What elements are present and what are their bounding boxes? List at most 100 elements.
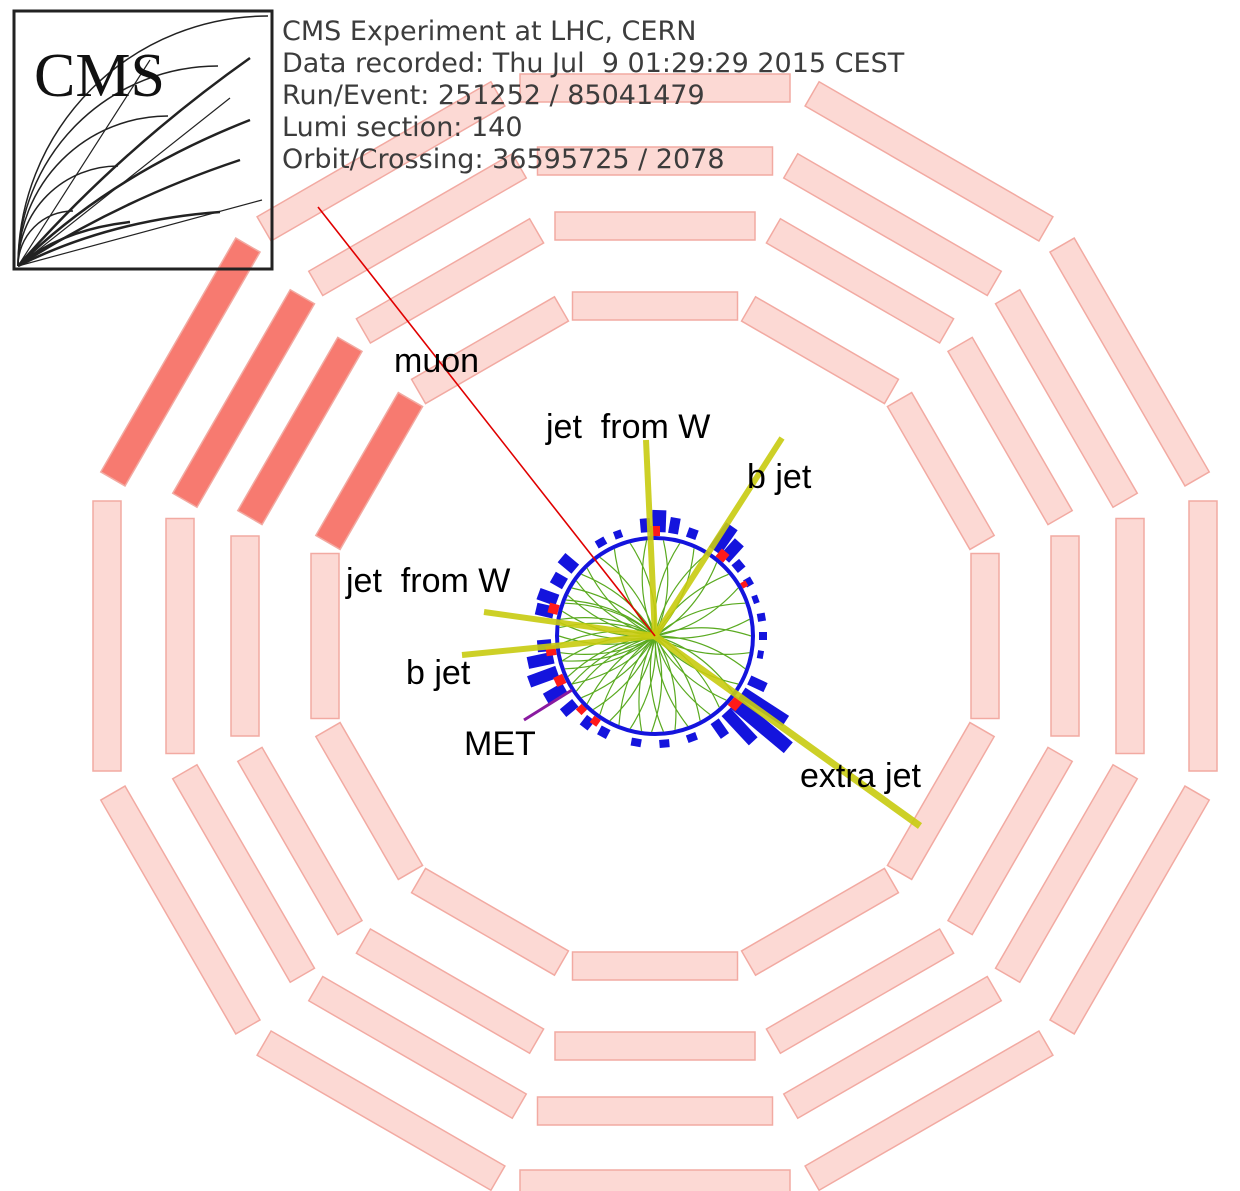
muon-chamber	[970, 552, 1000, 720]
chamber-box	[782, 975, 1003, 1120]
calo-tower	[612, 529, 624, 540]
muon-chamber-hit	[171, 288, 316, 509]
chamber-box	[740, 867, 900, 977]
chamber-box	[165, 517, 195, 755]
cms-logo: CMS	[12, 9, 274, 271]
chamber-box	[314, 391, 424, 551]
chamber-box	[99, 237, 262, 487]
muon-chamber	[571, 291, 739, 321]
label-extra-jet: extra jet	[800, 757, 921, 795]
event-info: CMS Experiment at LHC, CERN Data recorde…	[282, 16, 905, 175]
track	[638, 635, 656, 732]
calo-tower	[659, 739, 670, 749]
chamber-box	[994, 288, 1139, 509]
muon-chamber	[886, 391, 996, 551]
chamber-box	[536, 146, 774, 176]
track	[586, 635, 656, 705]
muon-chamber	[1048, 237, 1211, 487]
chamber-box	[99, 785, 262, 1035]
chamber-box	[886, 391, 996, 551]
track	[654, 602, 746, 637]
muon-chamber	[310, 552, 340, 720]
track	[649, 635, 664, 732]
jets	[461, 436, 923, 829]
muon-chamber	[519, 1169, 791, 1191]
chamber-box	[519, 1169, 791, 1191]
label-b-jet-right: b jet	[747, 458, 812, 496]
muon-chamber	[99, 785, 262, 1035]
chamber-box	[519, 73, 791, 103]
chamber-box	[171, 288, 316, 509]
chamber-box	[1115, 517, 1145, 755]
calo-tower	[756, 650, 765, 660]
track	[654, 635, 746, 670]
chamber-box	[765, 927, 955, 1055]
chamber-box	[782, 152, 1003, 297]
chamber-box	[765, 217, 955, 345]
track	[581, 635, 656, 699]
info-line-lumi: Lumi section: 140	[282, 112, 523, 143]
chamber-box	[1048, 785, 1211, 1035]
muon-chamber	[886, 721, 996, 881]
chamber-box	[886, 721, 996, 881]
info-line-run-event: Run/Event: 251252 / 85041479	[282, 80, 705, 111]
track	[654, 635, 727, 701]
track	[581, 573, 656, 637]
calo-tower	[559, 699, 579, 717]
calo-tower	[594, 536, 608, 549]
muon-chamber	[765, 927, 955, 1055]
track	[562, 635, 656, 662]
track	[613, 548, 656, 637]
muon-chamber	[946, 336, 1074, 526]
muon-chamber	[946, 746, 1074, 936]
chamber-box	[236, 336, 364, 526]
muon-chamber	[171, 763, 316, 984]
calo-tower	[579, 714, 595, 731]
chamber-box	[804, 80, 1054, 243]
calo-tower	[738, 687, 790, 726]
muon-chamber	[256, 80, 506, 243]
calo-tower	[547, 602, 560, 615]
calo-tower	[542, 682, 568, 705]
calo-tower	[708, 522, 738, 555]
calo-tower	[685, 732, 698, 743]
calo-tower	[549, 571, 568, 590]
chamber-box	[1188, 500, 1218, 772]
track	[618, 635, 656, 726]
track	[654, 587, 739, 637]
calo-tower	[685, 527, 699, 541]
label-muon: muon	[394, 342, 479, 380]
chamber-box	[307, 152, 528, 297]
label-jet-from-w-left: jet from W	[345, 562, 510, 600]
chamber-box	[410, 867, 570, 977]
chamber-box	[554, 211, 756, 241]
muon-chamber	[307, 975, 528, 1120]
calo-tower	[630, 737, 642, 748]
chamber-box	[256, 1029, 506, 1191]
track	[586, 567, 656, 637]
muon-chamber	[536, 1096, 774, 1126]
chamber-box	[571, 291, 739, 321]
chamber-box	[804, 1029, 1054, 1191]
muon-chamber	[1115, 517, 1145, 755]
muon-chamber	[165, 517, 195, 755]
muon-chamber	[536, 146, 774, 176]
chamber-box	[740, 295, 900, 405]
chamber-box	[946, 336, 1074, 526]
calo-tower	[527, 665, 560, 688]
calo-tower	[721, 707, 758, 746]
muon-chamber	[410, 867, 570, 977]
muon-chamber	[519, 73, 791, 103]
muon-chamber	[994, 288, 1139, 509]
track	[654, 627, 752, 637]
label-b-jet-left: b jet	[406, 654, 471, 692]
chamber-box	[230, 535, 260, 737]
logo-curves	[17, 15, 269, 268]
muon-chamber	[1188, 500, 1218, 772]
track	[654, 635, 711, 716]
calo-tower	[557, 553, 580, 574]
track	[592, 635, 656, 711]
chamber-box	[236, 746, 364, 936]
extra-jet	[652, 633, 923, 829]
muon-chamber	[554, 211, 756, 241]
